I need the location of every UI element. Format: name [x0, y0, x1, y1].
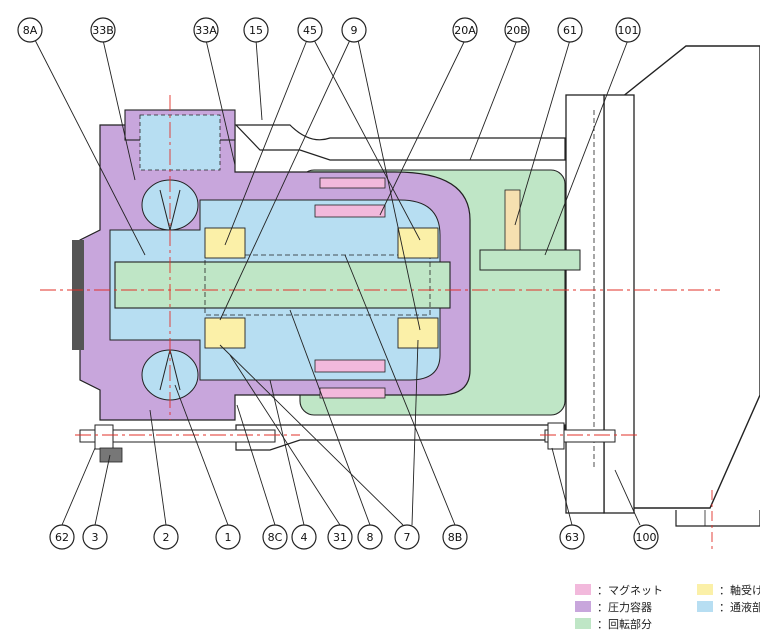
svg-text:4: 4	[301, 531, 308, 544]
callout-101: 101	[615, 17, 641, 43]
callout-1: 1	[215, 524, 241, 550]
legend-swatch	[575, 618, 591, 629]
svg-text:33B: 33B	[92, 24, 114, 37]
svg-text:100: 100	[636, 531, 657, 544]
callout-8: 8	[357, 524, 383, 550]
callout-8A: 8A	[17, 17, 43, 43]
callout-61: 61	[557, 17, 583, 43]
svg-text:62: 62	[55, 531, 69, 544]
legend-label: ：圧力容器	[597, 601, 652, 614]
callout-3: 3	[82, 524, 108, 550]
legend-label: ：回転部分	[597, 618, 652, 631]
svg-text:45: 45	[303, 24, 317, 37]
discharge-nozzle	[124, 109, 236, 171]
svg-text:63: 63	[565, 531, 579, 544]
svg-text:61: 61	[563, 24, 577, 37]
svg-text:20B: 20B	[506, 24, 528, 37]
bracket-frame	[234, 124, 566, 451]
svg-text:8B: 8B	[448, 531, 463, 544]
legend-label: ：通液部	[719, 601, 760, 614]
svg-text:33A: 33A	[195, 24, 217, 37]
callout-8B: 8B	[442, 524, 468, 550]
callout-20B: 20B	[504, 17, 530, 43]
callout-7: 7	[394, 524, 420, 550]
svg-text:9: 9	[351, 24, 358, 37]
legend-label: ：軸受け	[719, 584, 760, 597]
leader-lines-top	[34, 39, 629, 331]
svg-text:8A: 8A	[23, 24, 38, 37]
svg-text:1: 1	[225, 531, 232, 544]
svg-text:15: 15	[249, 24, 263, 37]
legend-swatch	[575, 584, 591, 595]
callout-8C: 8C	[262, 524, 288, 550]
callout-9: 9	[341, 17, 367, 43]
callout-4: 4	[291, 524, 317, 550]
svg-text:101: 101	[618, 24, 639, 37]
legend-swatch	[575, 601, 591, 612]
bolts	[79, 422, 616, 463]
center-lines	[40, 95, 720, 550]
leader-lines-bottom	[61, 254, 641, 526]
callout-62: 62	[49, 524, 75, 550]
callout-2: 2	[153, 524, 179, 550]
callouts-top: 8A 33B 33A 15 45 9 20A 20B 61 101	[17, 17, 641, 43]
callout-33B: 33B	[90, 17, 116, 43]
svg-text:31: 31	[333, 531, 347, 544]
shaft	[114, 254, 451, 316]
svg-text:8: 8	[367, 531, 374, 544]
legend-swatch	[697, 601, 713, 612]
svg-text:20A: 20A	[454, 24, 476, 37]
callout-20A: 20A	[452, 17, 478, 43]
legend-swatch	[697, 584, 713, 595]
svg-text:2: 2	[163, 531, 170, 544]
svg-text:8C: 8C	[268, 531, 283, 544]
callout-63: 63	[559, 524, 585, 550]
magnets	[314, 177, 386, 399]
bearings	[204, 227, 439, 349]
callouts-bottom: 62 3 2 1 8C 4 31 8 7 8B 63 100	[49, 524, 659, 550]
callout-31: 31	[327, 524, 353, 550]
callout-33A: 33A	[193, 17, 219, 43]
svg-text:7: 7	[404, 531, 411, 544]
callout-15: 15	[243, 17, 269, 43]
callout-45: 45	[297, 17, 323, 43]
color-legend: ：マグネット ：軸受け ：圧力容器 ：通液部 ：回転部分	[575, 582, 760, 633]
callout-100: 100	[633, 524, 659, 550]
legend-label: ：マグネット	[597, 584, 663, 597]
svg-text:3: 3	[92, 531, 99, 544]
motor-housing	[565, 45, 760, 527]
